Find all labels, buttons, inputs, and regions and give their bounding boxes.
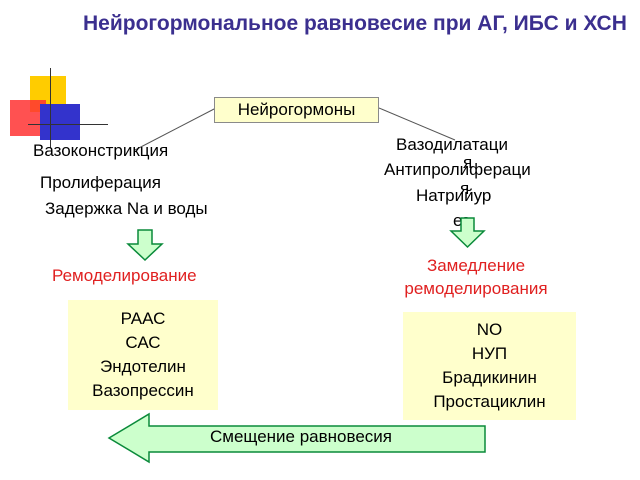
left-down-arrow [126, 229, 164, 262]
factor-sas: САС [125, 333, 161, 352]
vasoconstriction-label: Вазоконстрикция [33, 141, 169, 160]
vasodilation-wrap: я [463, 153, 473, 172]
remodeling-label: Ремоделирование [52, 266, 197, 285]
factor-nup: НУП [471, 344, 508, 363]
left-factors-box: РААС САС Эндотелин Вазопрессин [68, 300, 218, 410]
antiproliferation-wrap: я [460, 179, 470, 198]
factor-no: NO [476, 320, 503, 339]
page-title: Нейрогормональное равновесие при АГ, ИБС… [83, 12, 627, 35]
decoration-vertical-line [50, 68, 51, 148]
slowed-remodeling-label: Замедление ремоделирования [404, 256, 548, 298]
proliferation-label: Пролиферация [40, 173, 161, 192]
decoration-blue-square [40, 104, 80, 140]
right-factors-box: NO НУП Брадикинин Простациклин [403, 312, 576, 420]
right-down-arrow [449, 217, 486, 249]
balance-shift-label: Смещение равновесия [210, 427, 393, 446]
factor-raas: РААС [120, 309, 166, 328]
neurohormones-box: Нейрогормоны [214, 97, 379, 123]
factor-prostacyclin: Простациклин [433, 392, 546, 411]
factor-bradykinin: Брадикинин [442, 368, 537, 387]
vasodilation-label: Вазодилатаци [396, 135, 508, 154]
balance-shift-arrow [107, 412, 486, 464]
natriuresis-label: Натрийур [416, 186, 492, 205]
antiproliferation-label: Антипролифераци [384, 160, 531, 179]
factor-endothelin: Эндотелин [100, 357, 186, 376]
sodium-water-retention-label: Задержка Na и воды [45, 199, 208, 218]
decoration-horizontal-line [28, 124, 108, 125]
factor-vasopressin: Вазопрессин [92, 381, 194, 400]
